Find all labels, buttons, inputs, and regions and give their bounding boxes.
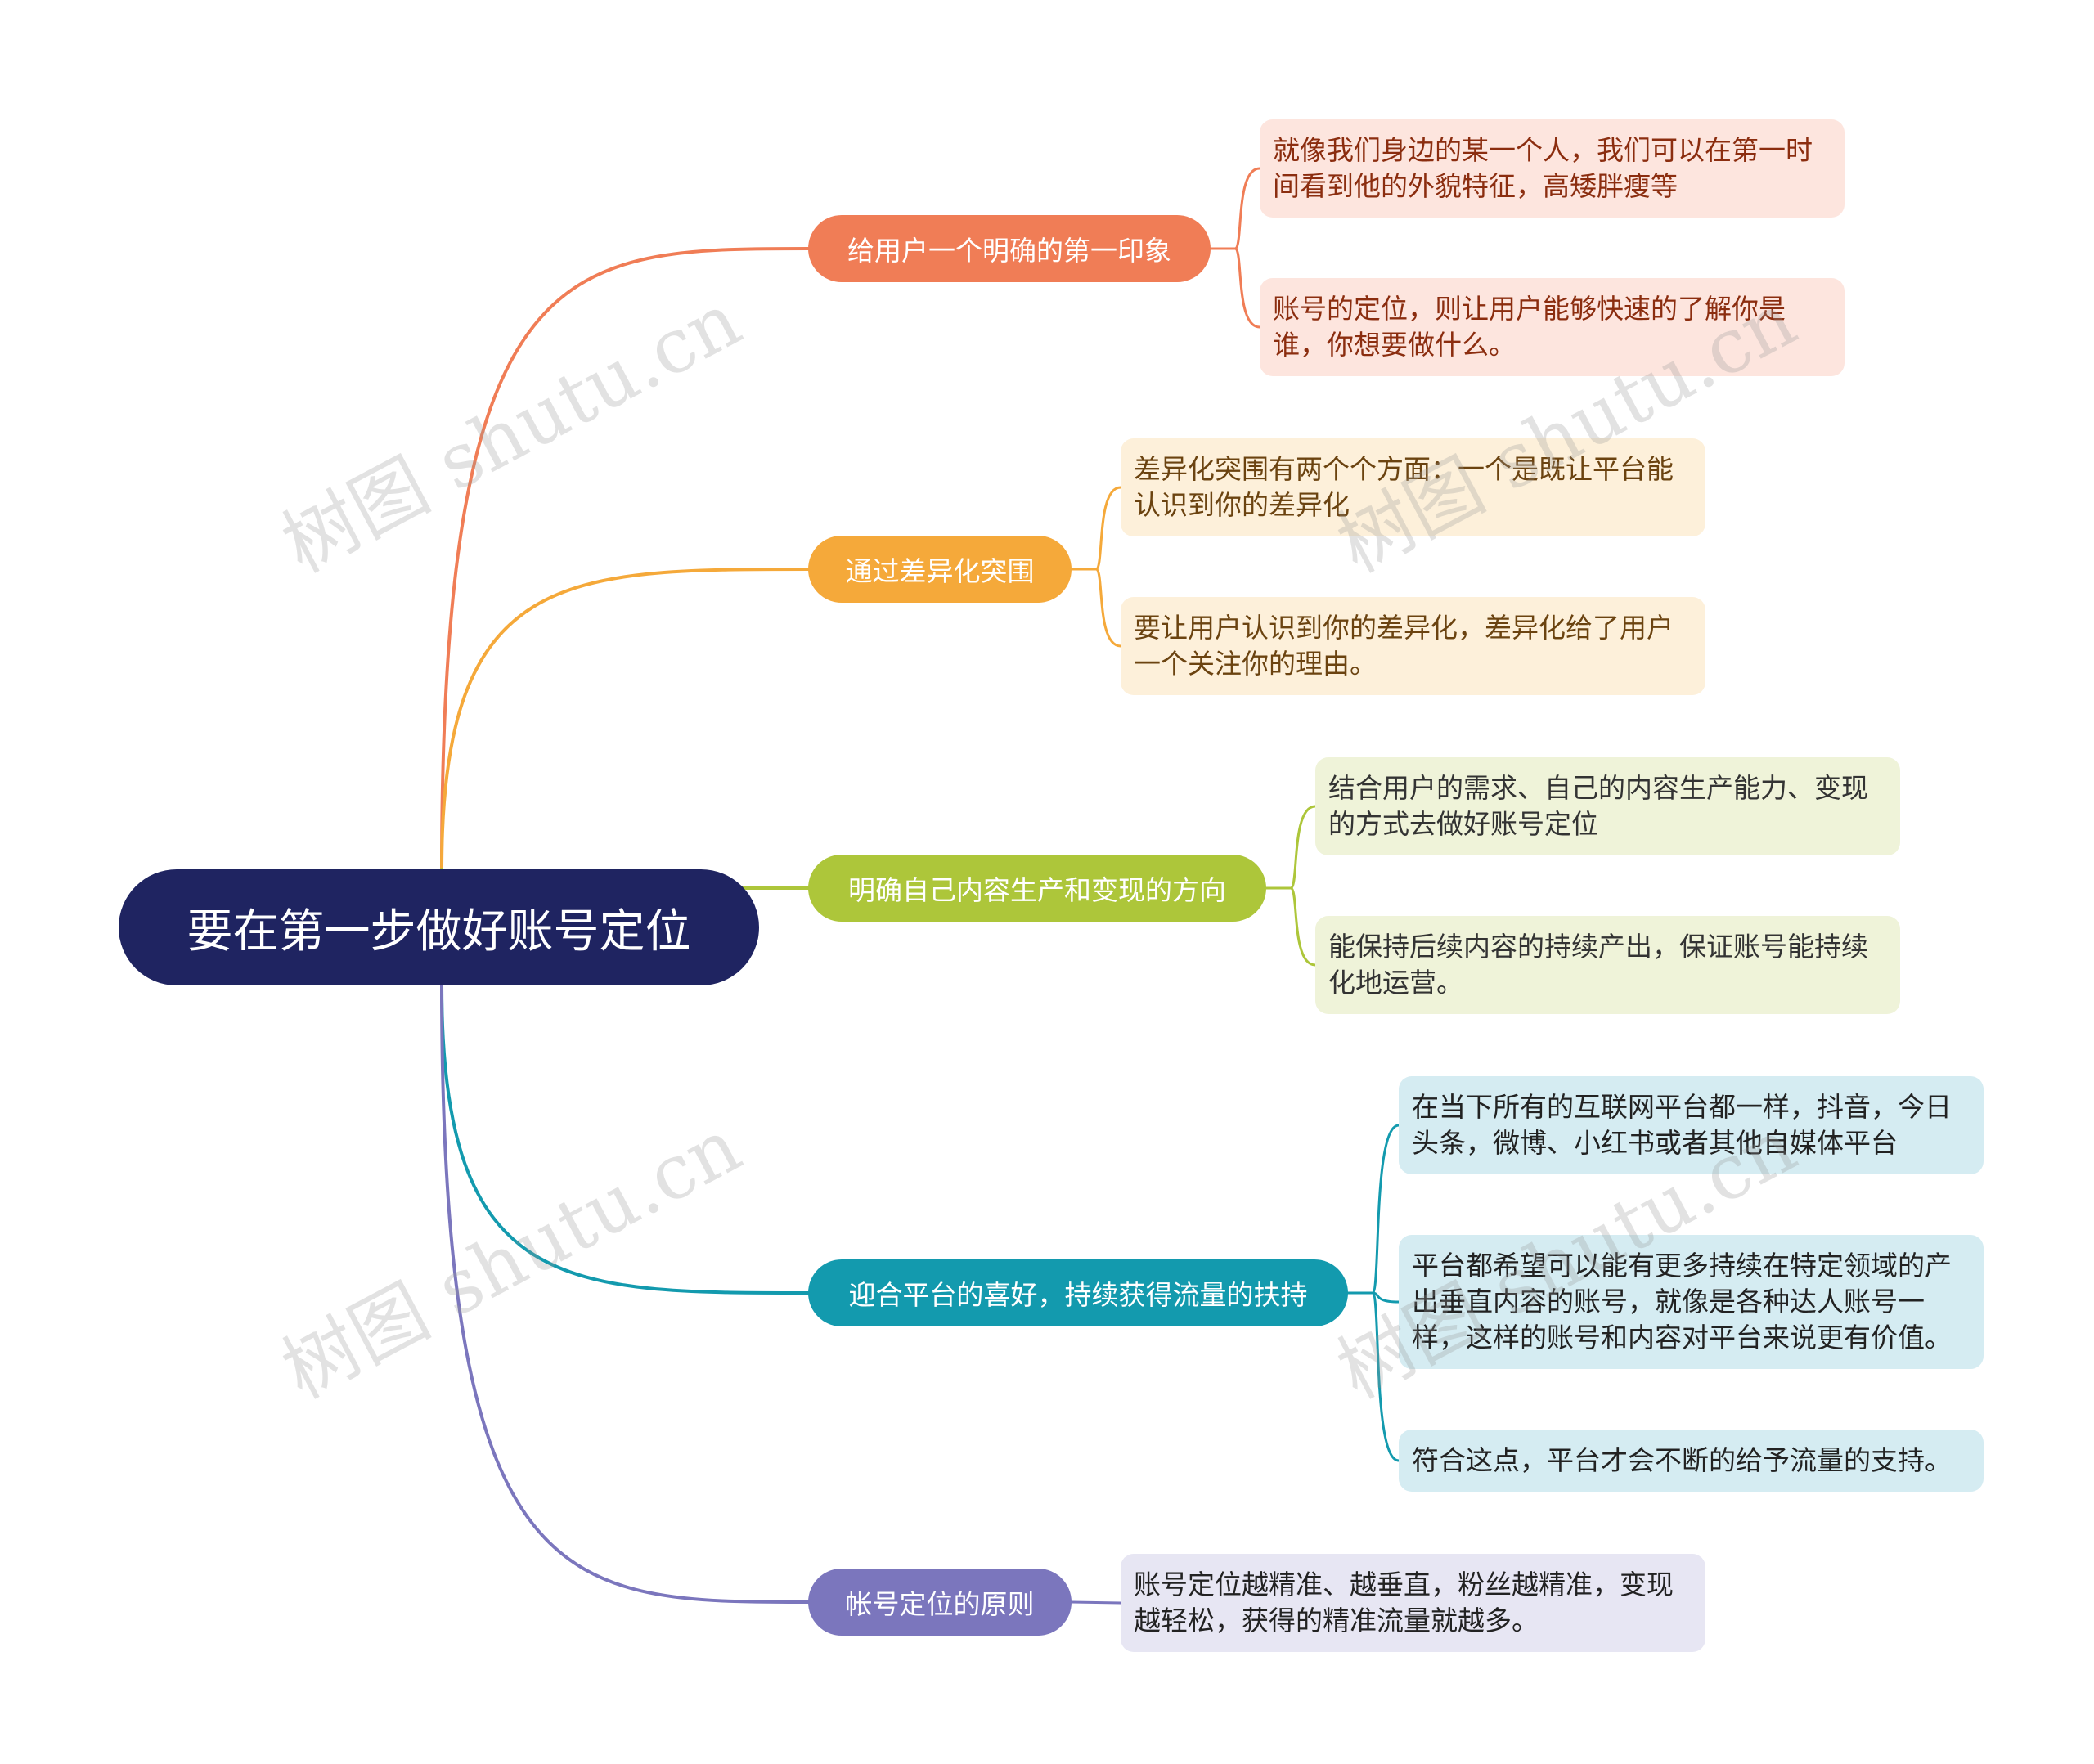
branch-leaf-link xyxy=(1265,805,1317,890)
leaf-text: 结合用户的需求、自己的内容生产能力、变现的方式去做好账号定位 xyxy=(1328,772,1868,840)
leaf-content-direction-1[interactable]: 结合用户的需求、自己的内容生产能力、变现的方式去做好账号定位 xyxy=(1315,757,1900,855)
root-branch-link xyxy=(440,568,810,871)
leaf-platform-preference-1[interactable]: 在当下所有的互联网平台都一样，抖音，今日头条，微博、小红书或者其他自媒体平台 xyxy=(1399,1076,1984,1174)
branch-leaf-link xyxy=(1265,886,1317,967)
root-branch-link xyxy=(440,984,810,1604)
leaf-text: 账号定位越精准、越垂直，粉丝越精准，变现越轻松，获得的精准流量就越多。 xyxy=(1134,1569,1674,1636)
root-topic[interactable]: 要在第一步做好账号定位 xyxy=(119,869,759,985)
leaf-differentiation-1[interactable]: 差异化突围有两个个方面：一个是既让平台能认识到你的差异化 xyxy=(1121,438,1705,536)
leaf-first-impression-2[interactable]: 账号的定位，则让用户能够快速的了解你是谁，你想要做什么。 xyxy=(1260,278,1845,376)
leaf-text: 符合这点，平台才会不断的给予流量的支持。 xyxy=(1412,1444,1952,1476)
leaf-platform-preference-3[interactable]: 符合这点，平台才会不断的给予流量的支持。 xyxy=(1399,1430,1984,1492)
leaf-text: 在当下所有的互联网平台都一样，抖音，今日头条，微博、小红书或者其他自媒体平台 xyxy=(1412,1091,1952,1159)
leaf-text: 能保持后续内容的持续产出，保证账号能持续化地运营。 xyxy=(1328,931,1868,999)
branch-positioning-principle[interactable]: 帐号定位的原则 xyxy=(808,1569,1072,1636)
branch-leaf-link xyxy=(1209,167,1261,250)
leaf-text: 差异化突围有两个个方面：一个是既让平台能认识到你的差异化 xyxy=(1134,453,1674,521)
branch-leaf-link xyxy=(1209,247,1261,329)
branch-leaf-link xyxy=(1070,1600,1122,1605)
leaf-text: 平台都希望可以能有更多持续在特定领域的产出垂直内容的账号，就像是各种达人账号一样… xyxy=(1412,1250,1952,1353)
leaf-differentiation-2[interactable]: 要让用户认识到你的差异化，差异化给了用户一个关注你的理由。 xyxy=(1121,597,1705,695)
branch-content-direction[interactable]: 明确自己内容生产和变现的方向 xyxy=(808,855,1266,922)
leaf-platform-preference-2[interactable]: 平台都希望可以能有更多持续在特定领域的产出垂直内容的账号，就像是各种达人账号一样… xyxy=(1399,1235,1984,1369)
leaf-first-impression-1[interactable]: 就像我们身边的某一个人，我们可以在第一时间看到他的外貌特征，高矮胖瘦等 xyxy=(1260,119,1845,218)
branch-leaf-link xyxy=(1070,568,1122,648)
leaf-content-direction-2[interactable]: 能保持后续内容的持续产出，保证账号能持续化地运营。 xyxy=(1315,916,1900,1014)
branch-platform-preference[interactable]: 迎合平台的喜好，持续获得流量的扶持 xyxy=(808,1259,1348,1326)
leaf-text: 要让用户认识到你的差异化，差异化给了用户一个关注你的理由。 xyxy=(1134,612,1674,680)
root-branch-link xyxy=(440,247,810,871)
branch-first-impression[interactable]: 给用户一个明确的第一印象 xyxy=(808,215,1211,282)
leaf-positioning-principle-1[interactable]: 账号定位越精准、越垂直，粉丝越精准，变现越轻松，获得的精准流量就越多。 xyxy=(1121,1554,1705,1652)
leaf-text: 就像我们身边的某一个人，我们可以在第一时间看到他的外貌特征，高矮胖瘦等 xyxy=(1273,134,1813,202)
root-branch-link xyxy=(440,984,810,1295)
branch-leaf-link xyxy=(1070,486,1122,571)
branch-leaf-link xyxy=(1346,1291,1400,1462)
branch-leaf-link xyxy=(1346,1124,1400,1295)
branch-differentiation[interactable]: 通过差异化突围 xyxy=(808,536,1072,603)
leaf-text: 账号的定位，则让用户能够快速的了解你是谁，你想要做什么。 xyxy=(1273,293,1786,361)
